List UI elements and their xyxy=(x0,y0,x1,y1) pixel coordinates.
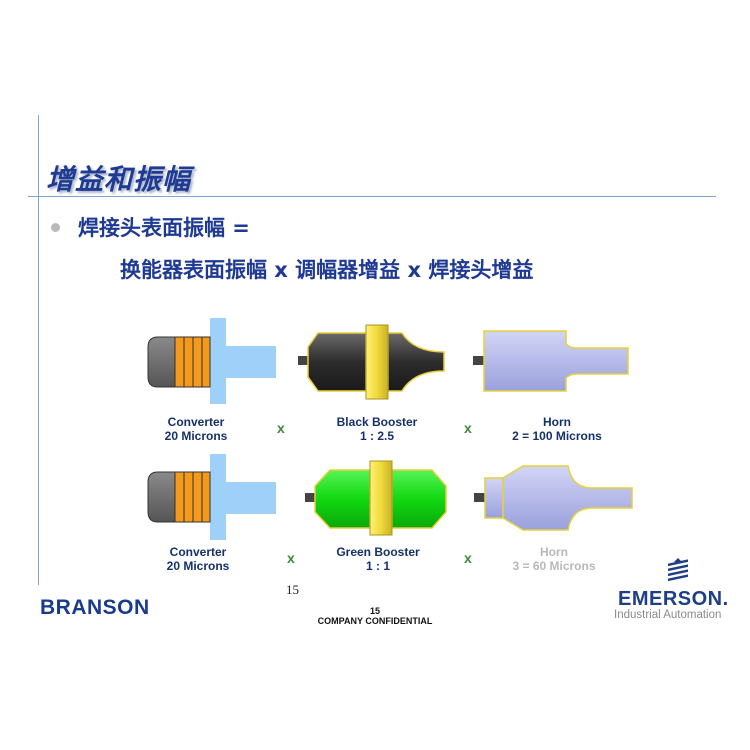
booster-label-row1: Black Booster 1 : 2.5 xyxy=(322,415,432,443)
footer-text: COMPANY CONFIDENTIAL xyxy=(317,616,433,626)
title-underline xyxy=(28,196,716,197)
booster-ratio: 1 : 2.5 xyxy=(359,429,395,443)
converter-name: Converter xyxy=(169,545,227,559)
converter-row2 xyxy=(147,454,276,540)
booster-label-row2: Green Booster 1 : 1 xyxy=(323,545,433,573)
converter-value: 20 Microns xyxy=(164,429,228,443)
formula-text: 换能器表面振幅 x 调幅器增益 x 焊接头增益 xyxy=(120,258,534,282)
footer: 15 COMPANY CONFIDENTIAL xyxy=(300,606,450,626)
emerson-logo-icon xyxy=(668,558,688,582)
page-number: 15 xyxy=(286,582,299,597)
bullet-dot xyxy=(51,223,60,232)
multiply-sign: x xyxy=(287,550,295,566)
bullet-text: 焊接头表面振幅 = xyxy=(78,216,250,240)
horn-row2 xyxy=(474,465,633,531)
footer-number: 15 xyxy=(369,606,380,616)
black-booster xyxy=(298,324,445,400)
horn-value: 3 = 60 Microns xyxy=(512,559,596,573)
vertical-rule xyxy=(38,115,39,585)
multiply-sign: x xyxy=(277,420,285,436)
horn-label-row2: Horn 3 = 60 Microns xyxy=(494,545,614,573)
emerson-logo: EMERSON. xyxy=(618,588,729,610)
converter-label-row2: Converter 20 Microns xyxy=(158,545,238,573)
multiply-sign: x xyxy=(464,550,472,566)
converter-row1 xyxy=(147,318,276,404)
converter-label-row1: Converter 20 Microns xyxy=(156,415,236,443)
horn-value: 2 = 100 Microns xyxy=(512,429,602,443)
booster-name: Black Booster xyxy=(336,415,418,429)
horn-label-row1: Horn 2 = 100 Microns xyxy=(497,415,617,443)
converter-name: Converter xyxy=(167,415,225,429)
slide-title: 增益和振幅 xyxy=(46,163,192,196)
green-booster xyxy=(305,460,447,536)
booster-ratio: 1 : 1 xyxy=(365,559,390,573)
emerson-tagline: Industrial Automation xyxy=(614,609,722,621)
horn-name: Horn xyxy=(540,545,568,559)
branson-logo: BRANSON xyxy=(40,596,150,619)
multiply-sign: x xyxy=(464,420,472,436)
booster-name: Green Booster xyxy=(336,545,420,559)
converter-value: 20 Microns xyxy=(166,559,230,573)
horn-name: Horn xyxy=(543,415,571,429)
horn-row1 xyxy=(473,330,629,392)
